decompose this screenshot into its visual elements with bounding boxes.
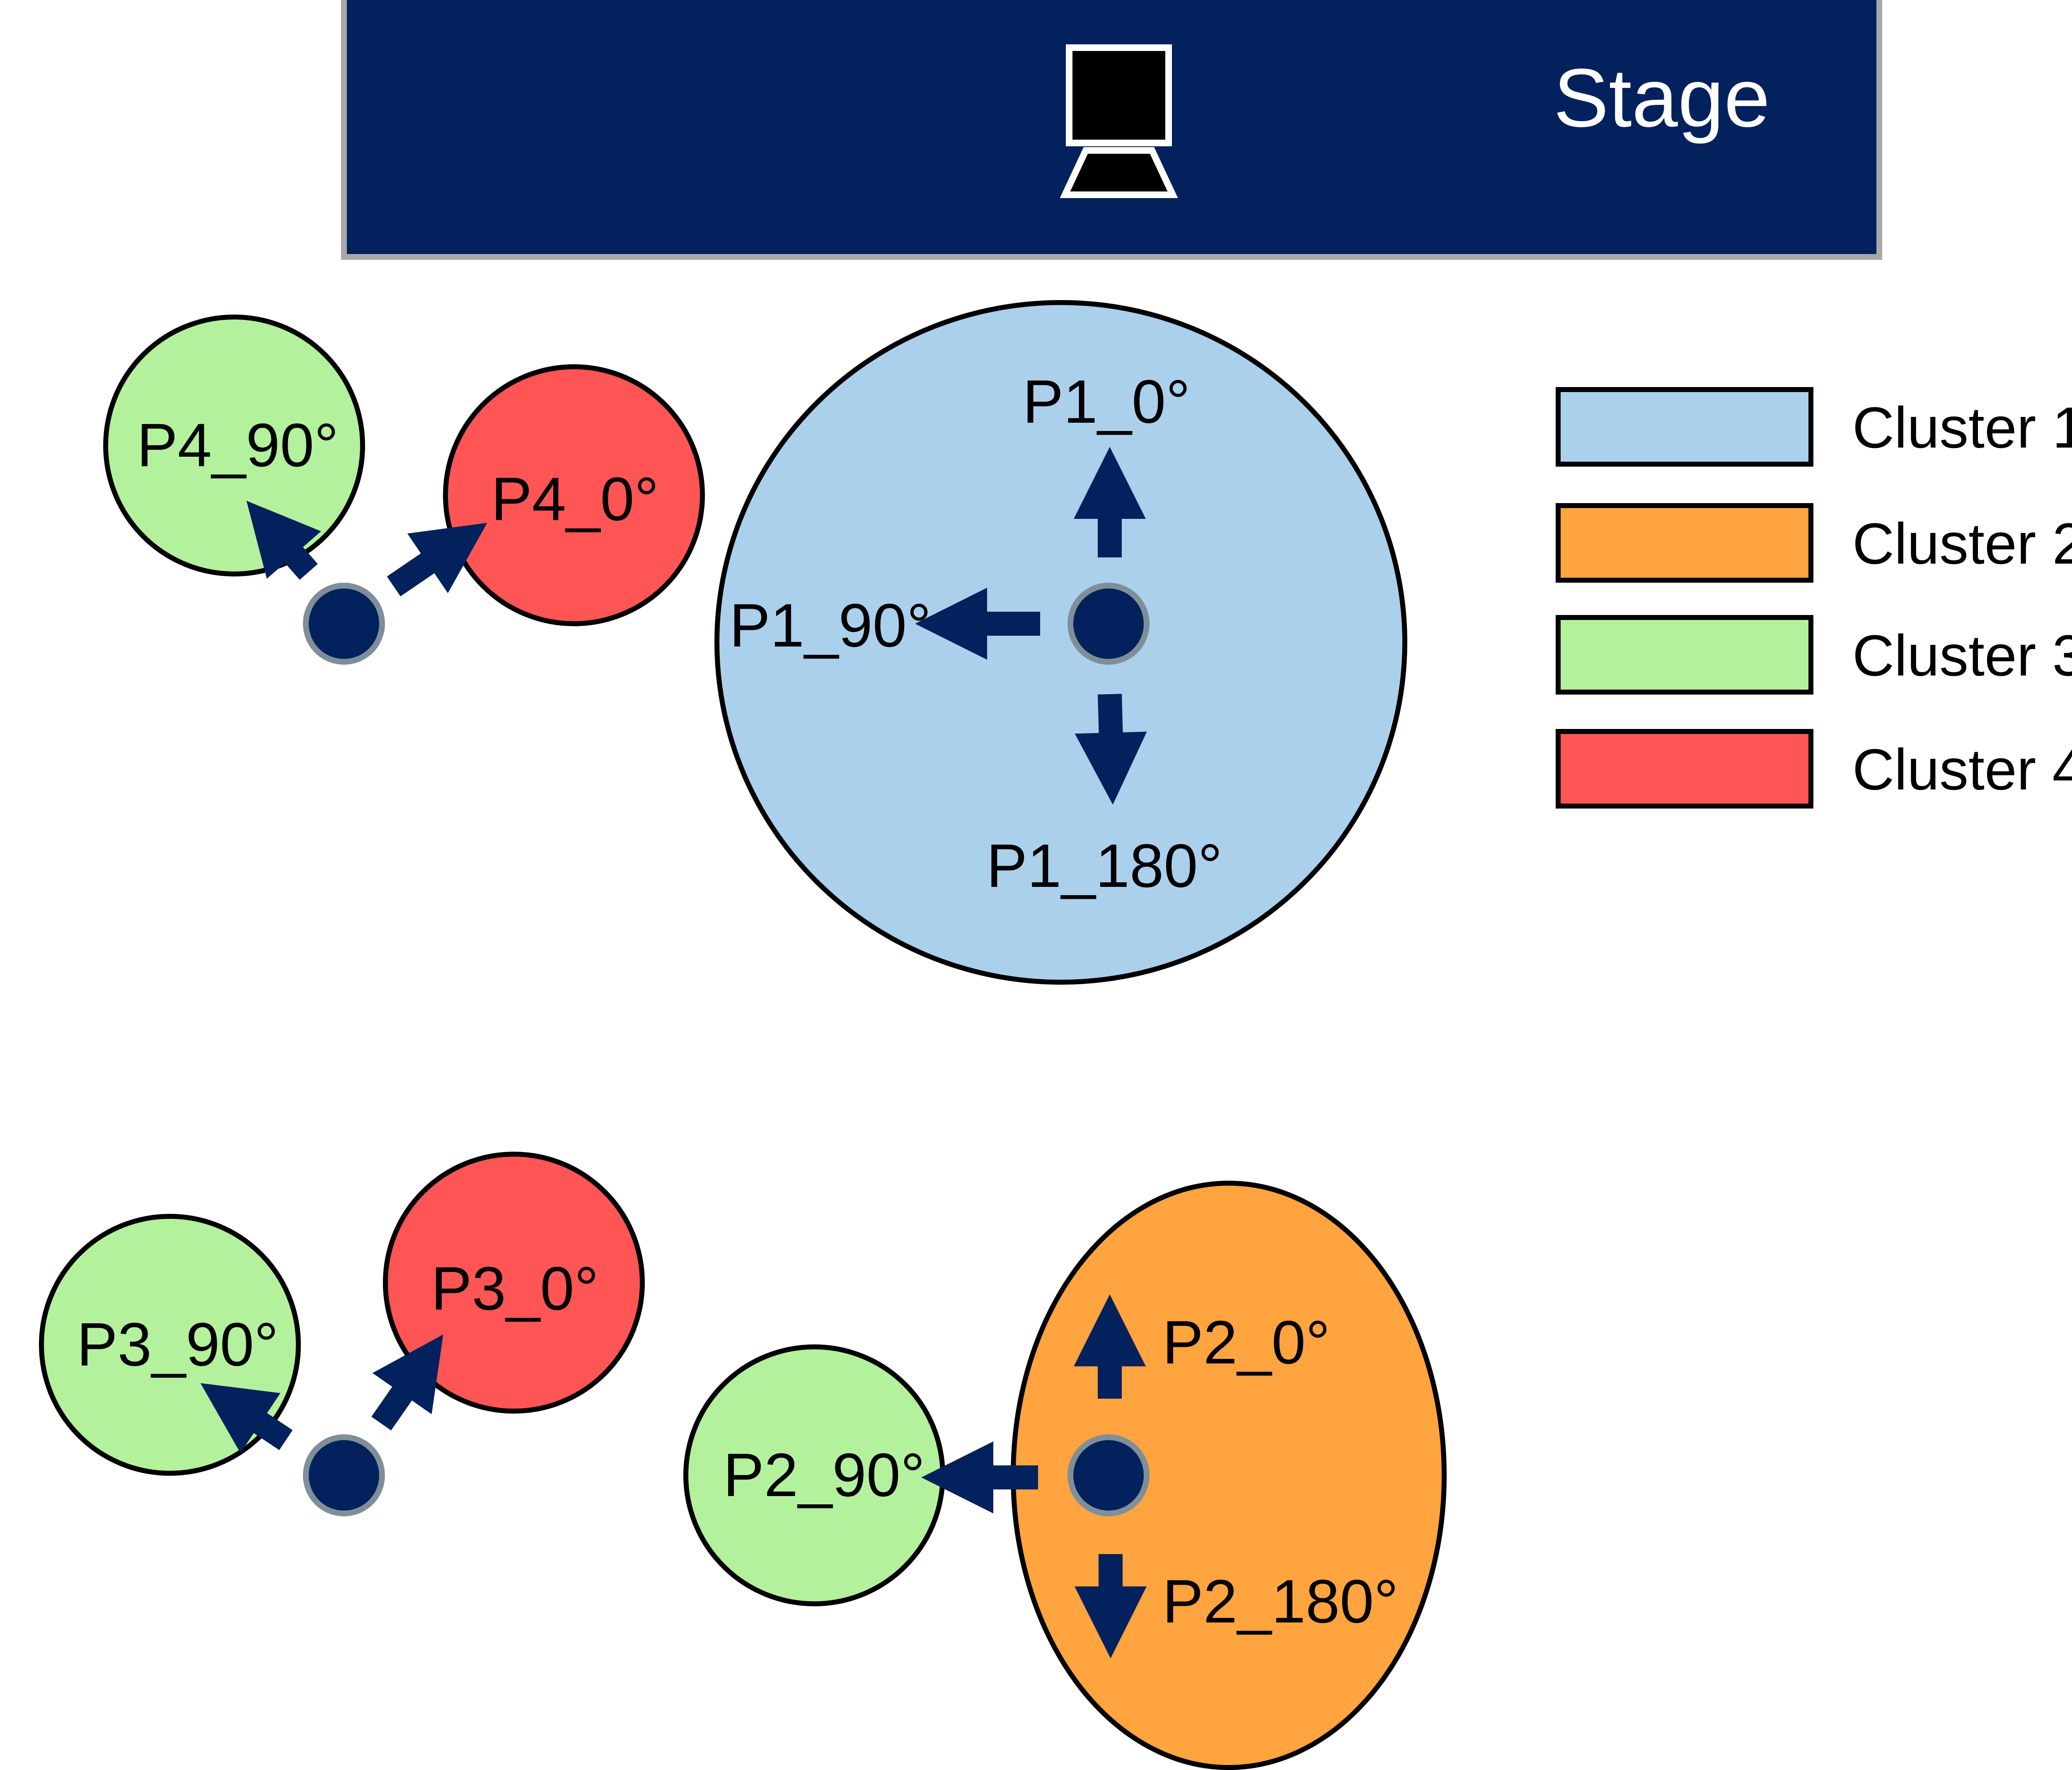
p2-position-dot [1067,1434,1150,1516]
legend-label-cluster-2: Cluster 2 [1852,511,2072,576]
legend-label-cluster-3: Cluster 3 [1852,623,2072,688]
legend-label-cluster-1: Cluster 1 [1852,395,2072,460]
legend-item-cluster-1: Cluster 1 [1556,387,2072,467]
legend-swatch-cluster-4 [1556,729,1813,809]
p1-cluster-region [714,300,1407,985]
p3-90-arrow [200,1383,293,1453]
legend-label-cluster-4: Cluster 4 [1852,737,2072,802]
legend: Cluster 1 Cluster 2 Cluster 3 Cluster 4 [1556,387,2072,809]
legend-item-cluster-4: Cluster 4 [1556,729,2072,809]
p1-180-arrow [1075,694,1147,805]
stage-label: Stage [1554,52,1770,144]
p3-0-label: P3_0° [431,1254,599,1323]
p3-0-circle [383,1152,645,1414]
p3-90-label: P3_90° [77,1310,278,1379]
legend-item-cluster-3: Cluster 3 [1556,615,2072,695]
position-dots [303,583,1150,1516]
p4-0-label: P4_0° [491,465,659,533]
direction-arrows [200,447,1147,1659]
p4-90-label: P4_90° [137,411,339,479]
legend-swatch-cluster-3 [1556,615,1813,695]
p4-0-circle [443,364,705,626]
monitor-icon [1060,44,1178,198]
legend-item-cluster-2: Cluster 2 [1556,503,2072,583]
p3-position-dot [303,1434,385,1516]
p2-90-label: P2_90° [723,1441,925,1509]
legend-swatch-cluster-1 [1556,387,1813,467]
p1-180-label: P1_180° [986,832,1222,900]
p1-90-label: P1_90° [729,591,931,660]
stage: Stage [341,0,1882,260]
cluster-shapes [39,300,1447,1770]
position-labels: P1_0° P1_90° P1_180° P2_0° P2_90° P2_180… [77,368,1398,1636]
p4-0-arrow [387,523,487,596]
p1-position-dot [1067,583,1150,665]
p4-90-arrow [246,501,321,580]
legend-swatch-cluster-2 [1556,503,1813,583]
p2-0-label: P2_0° [1162,1308,1330,1377]
p4-position-dot [303,583,385,665]
p3-0-arrow [371,1334,443,1431]
p2-180-label: P2_180° [1162,1567,1398,1636]
p1-0-label: P1_0° [1023,368,1191,436]
